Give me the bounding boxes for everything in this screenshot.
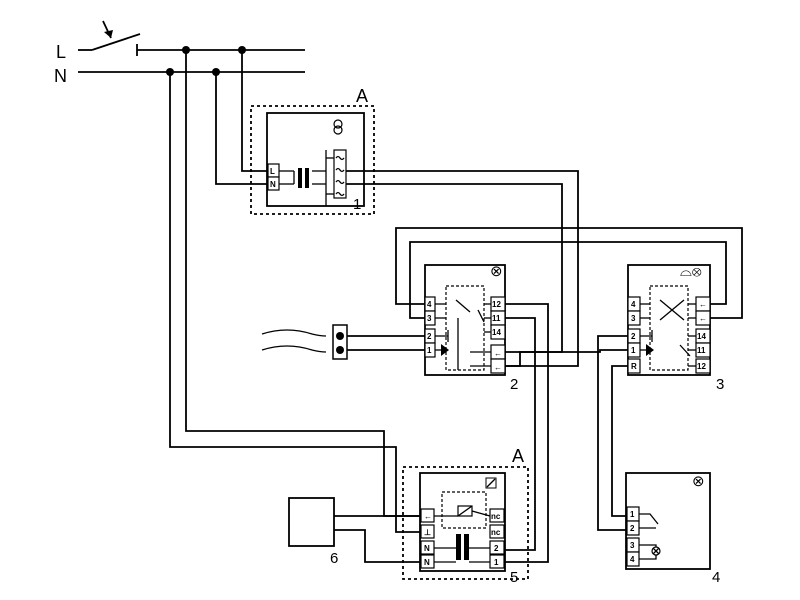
wire-dev2-12-to-dev5 — [505, 303, 549, 563]
wire-dev3-to-dev4-b — [611, 365, 628, 517]
line-label-n: N — [54, 66, 67, 86]
device-3-module: ⌓⊗ 4 3 2 1 R ← ← 14 11 12 — [627, 263, 711, 376]
wire-dev2-to-dev3 — [505, 349, 628, 367]
wire-dev6-to-dev5-b — [334, 529, 421, 563]
dev3-term-3: 3 — [631, 314, 636, 323]
device-2-label: 2 — [510, 376, 518, 393]
main-switch — [78, 20, 141, 56]
dev3-term-11: 11 — [697, 346, 706, 355]
device-3-label: 3 — [716, 376, 724, 393]
dev5-term-2: 2 — [494, 544, 499, 553]
arrow-left-icon: ← — [494, 363, 502, 372]
dev1-term-l: L — [270, 167, 275, 176]
dev3-term-2: 2 — [631, 332, 636, 341]
arrow-left-icon: ← — [699, 300, 707, 309]
dev5-term-nc1: nc — [491, 512, 501, 521]
lamp-icon: ⊗ — [692, 473, 705, 490]
wire-l-to-dev1 — [241, 50, 268, 172]
dev5-term-n1: N — [424, 544, 430, 553]
dev2-term-4: 4 — [427, 300, 432, 309]
dev3-term-14: 14 — [697, 332, 706, 341]
dev4-term-3: 3 — [630, 541, 635, 550]
dev1-term-n: N — [270, 180, 276, 189]
dev3-term-4: 4 — [631, 300, 636, 309]
wire-dev3-to-dev4-a — [597, 335, 628, 531]
device-4-module: ⊗ 1 2 3 4 — [625, 472, 711, 570]
dev4-term-2: 2 — [630, 524, 635, 533]
bus-connector — [332, 324, 348, 360]
group-a-top-box — [250, 105, 375, 215]
device-6-box — [288, 497, 335, 547]
dev3-term-1: 1 — [631, 346, 636, 355]
dev5-term-1: 1 — [494, 558, 499, 567]
bus-cable-upper — [261, 329, 327, 337]
wire-loop-inner — [409, 241, 727, 319]
dev4-term-1: 1 — [630, 510, 635, 519]
dev3-term-12: 12 — [697, 362, 706, 371]
line-label-l: L — [56, 42, 66, 62]
dev3-term-r: R — [631, 362, 637, 371]
arrow-left-icon: ← — [424, 512, 432, 521]
device-1-transformer: L N — [266, 112, 365, 207]
dev2-term-12: 12 — [492, 300, 501, 309]
device-4-label: 4 — [712, 569, 720, 586]
device-5-label: 5 — [510, 569, 518, 586]
dev4-term-4: 4 — [630, 555, 635, 564]
arrow-left-icon: ← — [494, 349, 502, 358]
arrow-left-icon: ← — [699, 314, 707, 323]
group-a-top-label: A — [356, 86, 368, 106]
wire-dev2-11-to-dev5 — [505, 317, 536, 551]
device-6-label: 6 — [330, 550, 338, 567]
group-a-bottom-box — [402, 466, 529, 580]
dev2-term-1: 1 — [427, 346, 432, 355]
dev5-term-nc2: nc — [491, 528, 501, 537]
dev2-term-2: 2 — [427, 332, 432, 341]
bell-lamp-icon: ⌓⊗ — [680, 263, 702, 280]
transformer-icon — [333, 119, 343, 129]
ground-icon: ⊥ — [424, 528, 431, 537]
group-a-bottom-label: A — [512, 446, 524, 466]
device-5-module: ← ⊥ N N nc nc 2 1 — [419, 472, 506, 572]
device-1-label: 1 — [353, 196, 361, 213]
dev2-term-14: 14 — [492, 328, 501, 337]
dev5-term-n2: N — [424, 558, 430, 567]
wire-dev1-out-a — [346, 170, 579, 367]
lamp-icon: ⊗ — [490, 263, 503, 280]
wire-loop-outer — [395, 227, 743, 319]
wire-n-to-dev5 — [169, 72, 420, 533]
device-2-module: ⊗ 4 3 2 1 12 11 14 ← ← — [424, 263, 506, 376]
dev2-term-3: 3 — [427, 314, 432, 323]
dev2-term-11: 11 — [492, 314, 501, 323]
bus-cable-lower — [261, 345, 327, 353]
